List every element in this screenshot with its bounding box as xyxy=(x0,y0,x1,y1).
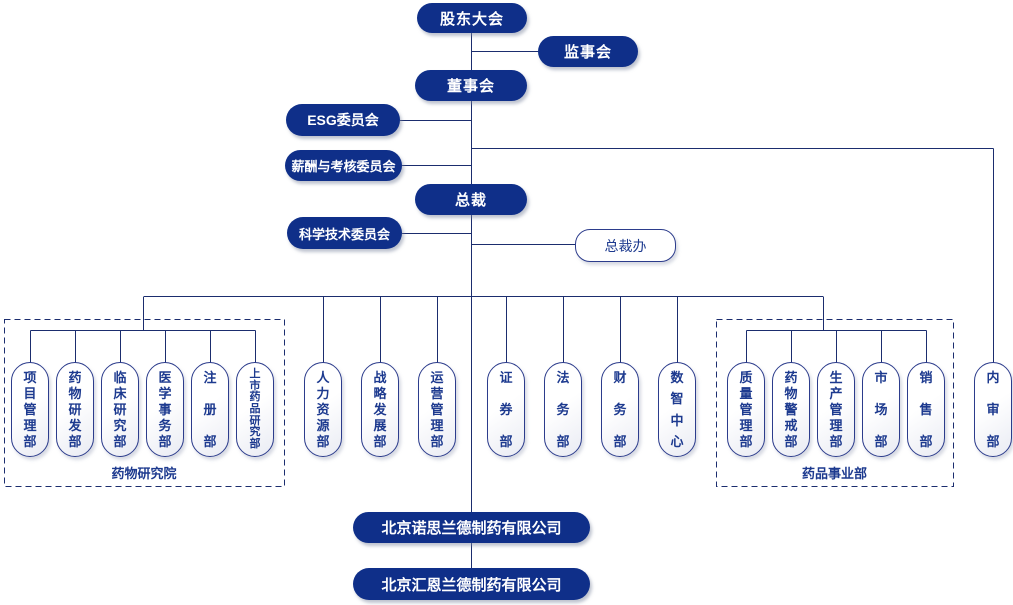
node-board-of-directors: 董事会 xyxy=(415,70,527,101)
dept-production-management: 生产管理部 xyxy=(817,362,855,457)
dept-medical-affairs: 医学事务部 xyxy=(146,362,184,457)
business-division-group-box xyxy=(716,319,954,487)
dept-pharmacovigilance: 药物警戒部 xyxy=(772,362,810,457)
dept-clinical-research: 临床研究部 xyxy=(101,362,139,457)
node-esg-committee: ESG委员会 xyxy=(286,104,400,136)
dept-marketing: 市场部 xyxy=(862,362,900,457)
dept-digital-intelligence-center: 数智中心 xyxy=(658,362,696,457)
research-institute-label: 药物研究院 xyxy=(111,466,177,481)
dept-strategic-development: 战略发展部 xyxy=(361,362,399,457)
dept-finance: 财务部 xyxy=(601,362,639,457)
node-remuneration-committee: 薪酬与考核委员会 xyxy=(285,150,402,181)
dept-securities: 证券部 xyxy=(487,362,525,457)
dept-human-resources: 人力资源部 xyxy=(304,362,342,457)
dept-legal: 法务部 xyxy=(544,362,582,457)
dept-quality-management: 质量管理部 xyxy=(727,362,765,457)
node-science-tech-committee: 科学技术委员会 xyxy=(287,217,402,249)
dept-operations-management: 运营管理部 xyxy=(418,362,456,457)
node-president-office: 总裁办 xyxy=(575,229,676,262)
business-division-label: 药品事业部 xyxy=(801,466,867,481)
dept-drug-rnd: 药物研发部 xyxy=(56,362,94,457)
node-president: 总裁 xyxy=(415,184,527,215)
dept-project-management: 项目管理部 xyxy=(11,362,49,457)
dept-sales: 销售部 xyxy=(907,362,945,457)
dept-marketed-drug-research: 上市药品研究部 xyxy=(236,362,274,457)
node-supervisory-board: 监事会 xyxy=(538,36,638,67)
dept-internal-audit: 内审部 xyxy=(974,362,1012,457)
subsidiary-huienland-pharma: 北京汇恩兰德制药有限公司 xyxy=(353,568,590,600)
dept-registration: 注册部 xyxy=(191,362,229,457)
node-shareholders-meeting: 股东大会 xyxy=(417,3,527,33)
research-institute-group-box xyxy=(4,319,285,487)
subsidiary-northland-pharma: 北京诺思兰德制药有限公司 xyxy=(353,512,590,543)
